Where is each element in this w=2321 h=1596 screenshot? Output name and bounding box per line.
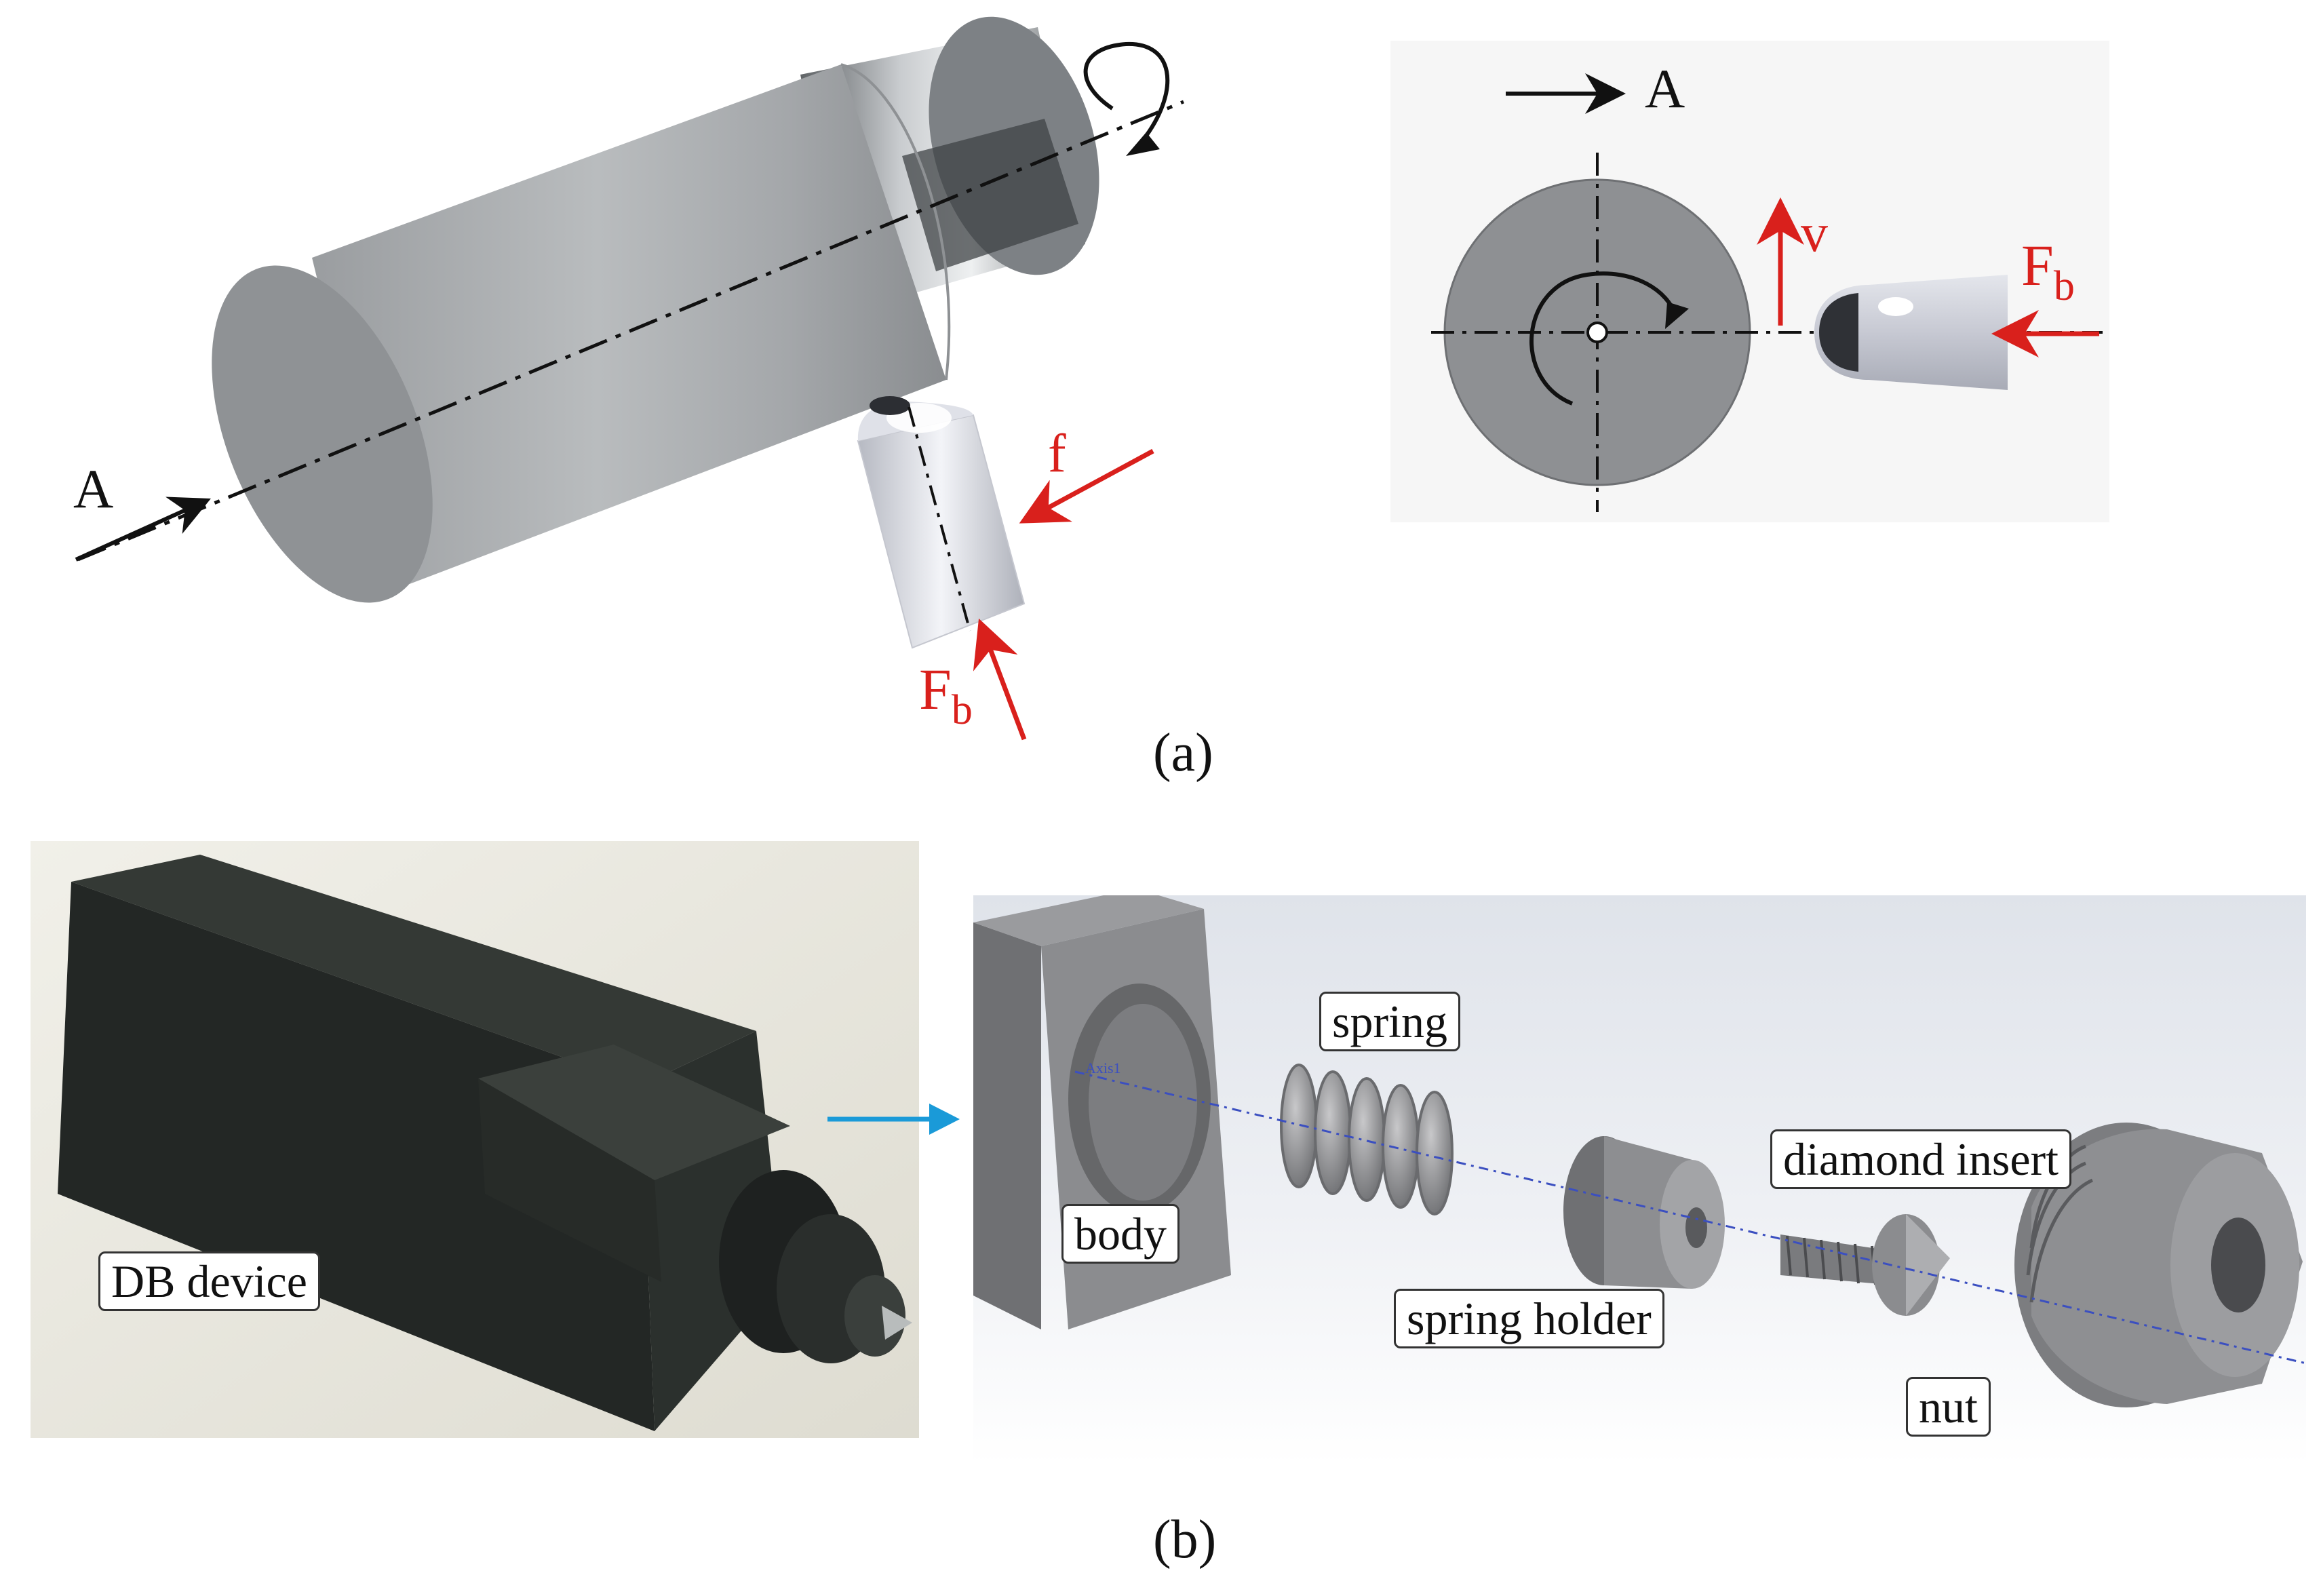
- nut-part: [2014, 1123, 2303, 1407]
- section-view-a-label: A: [1645, 58, 1685, 119]
- panel-b-caption: (b): [1153, 1510, 1217, 1570]
- label-spring-holder: spring holder: [1394, 1289, 1664, 1349]
- cad-axis-line: [1074, 1070, 2306, 1365]
- label-nut: nut: [1906, 1377, 1991, 1437]
- cad-axis-label: Axis1: [1085, 1059, 1121, 1076]
- spring-part: [1280, 1064, 1454, 1215]
- body-part: Axis1: [973, 895, 1231, 1329]
- label-spring: spring: [1319, 992, 1460, 1052]
- section-a-label: A: [73, 458, 113, 520]
- panel-a-caption: (a): [1153, 723, 1213, 783]
- label-body: body: [1061, 1204, 1179, 1264]
- workpiece-cylinder: [212, 63, 951, 603]
- feed-arrow: [1019, 448, 1154, 524]
- section-force-label: Fb: [2021, 233, 2075, 309]
- pointer-arrow: [827, 1104, 960, 1135]
- panel-a-section-view: A v Fb: [1390, 41, 2109, 522]
- spring-holder-part: [1563, 1136, 1725, 1289]
- burnishing-force-label: Fb: [919, 657, 973, 733]
- db-device-label: DB device: [98, 1251, 320, 1312]
- label-diamond-insert: diamond insert: [1770, 1129, 2072, 1190]
- section-a-arrow: [75, 497, 211, 562]
- exploded-cad-view: Axis1: [973, 895, 2306, 1465]
- db-device-photo: [31, 841, 919, 1438]
- feed-label: f: [1048, 424, 1066, 484]
- rotation-direction-icon: [1529, 271, 1677, 406]
- velocity-label: v: [1801, 203, 1828, 263]
- panel-a-iso-view: A f Fb: [73, 16, 1184, 741]
- rotation-axis-line: [77, 100, 1184, 562]
- rotation-icon: [1083, 41, 1170, 156]
- burnishing-tool-section: [1814, 275, 2008, 390]
- burnishing-tool-iso: [857, 396, 1026, 649]
- diamond-insert-part: [1780, 1214, 1950, 1316]
- burnishing-force-arrow: [973, 618, 1027, 741]
